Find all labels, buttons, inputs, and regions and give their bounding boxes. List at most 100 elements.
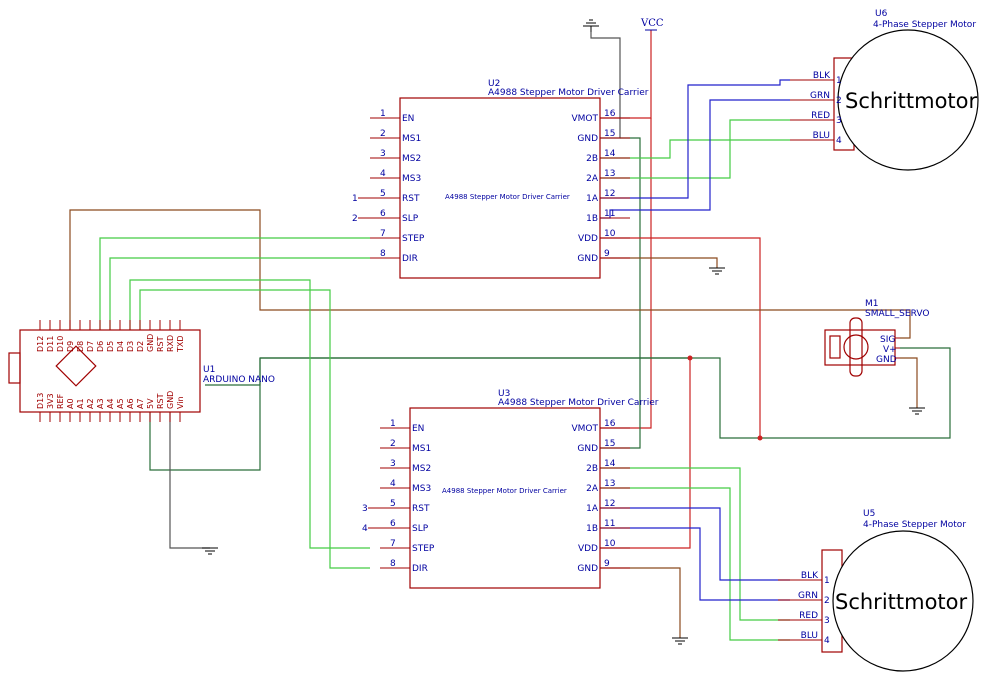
pin-name: RED: [799, 611, 818, 621]
servo-pin-gnd: GND: [876, 355, 897, 365]
pin-number: 1: [390, 419, 396, 429]
arduino-pin-label: Vin: [176, 396, 185, 409]
wire-u3-1a: [600, 507, 790, 581]
motor-u6-ref: U6: [875, 9, 888, 19]
ground-symbols: [202, 19, 925, 645]
arduino-pin-label: REF: [56, 393, 65, 409]
wire-servo-sig: [69, 209, 911, 339]
arduino-pin-label: A4: [106, 398, 115, 409]
arduino-pin-label: D13: [36, 393, 45, 409]
arduino-pin-label: A3: [96, 398, 105, 409]
pin-name: RST: [402, 194, 420, 204]
vcc-label: VCC: [640, 18, 664, 29]
pin-name: BLK: [801, 571, 819, 581]
wire-5v-net: [205, 357, 690, 386]
arduino-pin-label: D8: [76, 341, 85, 352]
pin-number: 13: [604, 169, 615, 179]
pin-number: 1: [380, 109, 386, 119]
arduino-chip-icon: [55, 345, 97, 387]
wire-u3-dir: [139, 289, 370, 569]
pin-number: 4: [390, 479, 396, 489]
pin-number: 14: [604, 459, 616, 469]
wire-u3-step: [129, 279, 370, 549]
arduino-ref: U1: [203, 365, 215, 375]
arduino-pin-label: A1: [76, 398, 85, 409]
vcc-symbol: VCC: [640, 18, 664, 31]
pin-name: MS3: [412, 484, 431, 494]
pin-name: 2B: [586, 154, 598, 164]
pin-number: 8: [390, 559, 396, 569]
pin-name: VDD: [578, 234, 598, 244]
pin-name: GND: [577, 444, 598, 454]
arduino-pin-label: D3: [126, 341, 135, 352]
wire-u3-gnd9: [600, 567, 681, 638]
pin-number: 4: [824, 636, 830, 646]
arduino-pin-label: GND: [146, 334, 155, 352]
pin-name: DIR: [412, 564, 428, 574]
pin-name: EN: [402, 114, 414, 124]
motor-u5-body: [832, 530, 974, 672]
driver-u2-title: A4988 Stepper Motor Driver Carrier: [488, 88, 649, 98]
pin-name: GND: [577, 254, 598, 264]
pin-name: BLU: [813, 131, 830, 141]
junction-dot: [687, 355, 693, 361]
pin-number: 4: [836, 136, 842, 146]
arduino-pin-label: GND: [166, 391, 175, 409]
pin-number: 2: [824, 596, 830, 606]
pin-number: 16: [604, 419, 616, 429]
stepper-motor-u5: U5 4-Phase Stepper Motor Schrittmotor BL…: [778, 509, 974, 672]
pin-name: MS3: [402, 174, 421, 184]
pin-number: 1: [836, 76, 842, 86]
pin-number: 6: [380, 209, 386, 219]
servo-m1: M1 SMALL_SERVO SIG V+ GND: [824, 299, 929, 377]
wire-u2-step: [99, 237, 370, 330]
arduino-pin-label: 5V: [146, 398, 155, 409]
servo-mount: [829, 335, 841, 359]
wire-vcc-u3-vmot: [600, 118, 652, 429]
pin-name: GND: [577, 564, 598, 574]
driver-u3-center-label: A4988 Stepper Motor Driver Carrier: [442, 487, 567, 495]
pin-name: GND: [577, 134, 598, 144]
driver-u2-body: [399, 97, 601, 279]
pin-number: 15: [604, 439, 615, 449]
pin-number: 3: [836, 116, 842, 126]
pin-name: SLP: [402, 214, 419, 224]
pin-number: 8: [380, 249, 386, 259]
wire-u3-2b: [600, 467, 790, 621]
wire-arduino-gnd: [169, 412, 210, 549]
driver-u2-ref: U2: [488, 79, 500, 89]
driver-u2-center-label: A4988 Stepper Motor Driver Carrier: [445, 193, 570, 201]
ground-icon: [709, 267, 725, 275]
arduino-pin-label: RXD: [166, 335, 175, 352]
pin-name: 1A: [586, 504, 599, 514]
servo-arm-icon: [849, 317, 863, 377]
arduino-pin-label: A5: [116, 398, 125, 409]
net-label-u3-slp: 4: [362, 524, 368, 534]
arduino-title: ARDUINO NANO: [203, 375, 275, 385]
arduino-pin-label: D9: [66, 341, 75, 352]
pin-number: 5: [380, 189, 386, 199]
pin-name: BLU: [801, 631, 818, 641]
motor-u6-label: Schrittmotor: [845, 89, 978, 113]
motor-u6-body: [837, 29, 979, 171]
arduino-pin-label: D2: [136, 341, 145, 352]
pin-name: 2A: [586, 174, 599, 184]
wire-u3-2a: [600, 487, 790, 641]
pin-name: GRN: [798, 591, 818, 601]
pin-name: SLP: [412, 524, 429, 534]
arduino-pin-label: D4: [116, 341, 125, 352]
arduino-pin-label: A0: [66, 398, 75, 409]
pin-name: 2A: [586, 484, 599, 494]
pin-name: STEP: [402, 234, 425, 244]
servo-title: SMALL_SERVO: [865, 309, 929, 319]
pin-number: 5: [390, 499, 396, 509]
pin-number: 10: [604, 229, 616, 239]
arduino-pin-label: D10: [56, 336, 65, 352]
ground-icon: [672, 637, 688, 645]
pin-name: 1A: [586, 194, 599, 204]
